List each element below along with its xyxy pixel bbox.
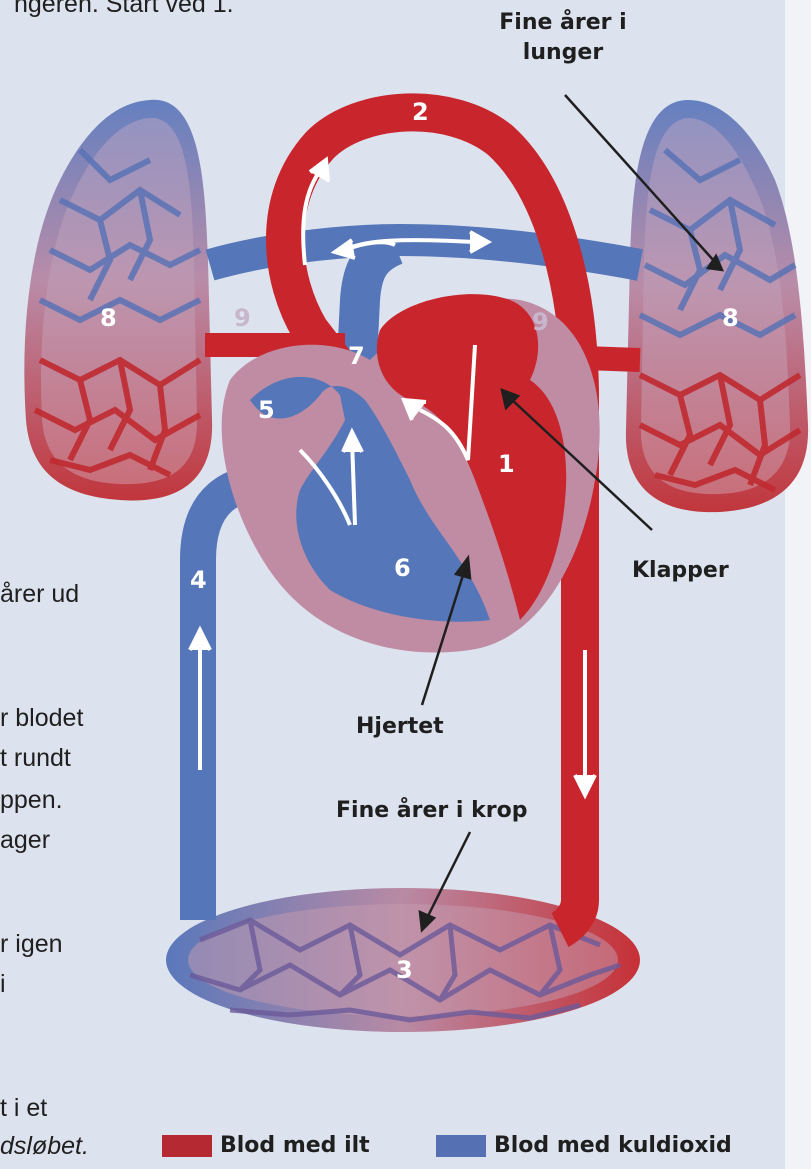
side-text-line: t rundt: [0, 744, 71, 772]
side-text-line: dsløbet.: [0, 1132, 89, 1160]
right-lung: [626, 100, 808, 512]
number-2: 2: [412, 100, 429, 124]
side-text-line: t i et: [0, 1094, 47, 1122]
number-9-left: 9: [234, 306, 251, 330]
legend-item-oxygen: Blod med ilt: [162, 1133, 370, 1158]
page-edge: [785, 0, 811, 1169]
number-7: 7: [348, 344, 365, 368]
label-lung-vessels-line: Fine årer i: [478, 8, 648, 38]
side-text-line: ppen.: [0, 786, 63, 814]
number-8-right: 8: [722, 306, 739, 330]
legend-swatch-blue: [436, 1135, 486, 1157]
side-text-line: r igen: [0, 930, 63, 958]
label-lung-vessels: Fine årer i lunger: [478, 8, 648, 68]
side-text-line: ager: [0, 826, 50, 854]
legend-label-oxygen: Blod med ilt: [220, 1133, 370, 1158]
label-body-vessels: Fine årer i krop: [336, 796, 527, 826]
number-1: 1: [498, 452, 515, 476]
legend-swatch-red: [162, 1135, 212, 1157]
number-3: 3: [396, 958, 413, 982]
legend-item-co2: Blod med kuldioxid: [436, 1133, 732, 1158]
label-lung-vessels-line: lunger: [478, 38, 648, 68]
legend-label-co2: Blod med kuldioxid: [494, 1133, 732, 1158]
left-lung: [24, 100, 212, 501]
side-text-line: årer ud: [0, 580, 79, 608]
number-4: 4: [190, 568, 207, 592]
header-fragment: ngeren. Start ved 1.: [14, 0, 234, 18]
number-6: 6: [394, 556, 411, 580]
label-heart: Hjertet: [356, 712, 444, 742]
number-9-right: 9: [532, 310, 549, 334]
number-8-left: 8: [100, 306, 117, 330]
side-text-line: i: [0, 970, 6, 998]
side-text-line: r blodet: [0, 704, 83, 732]
number-5: 5: [258, 398, 275, 422]
label-valves: Klapper: [632, 556, 729, 586]
